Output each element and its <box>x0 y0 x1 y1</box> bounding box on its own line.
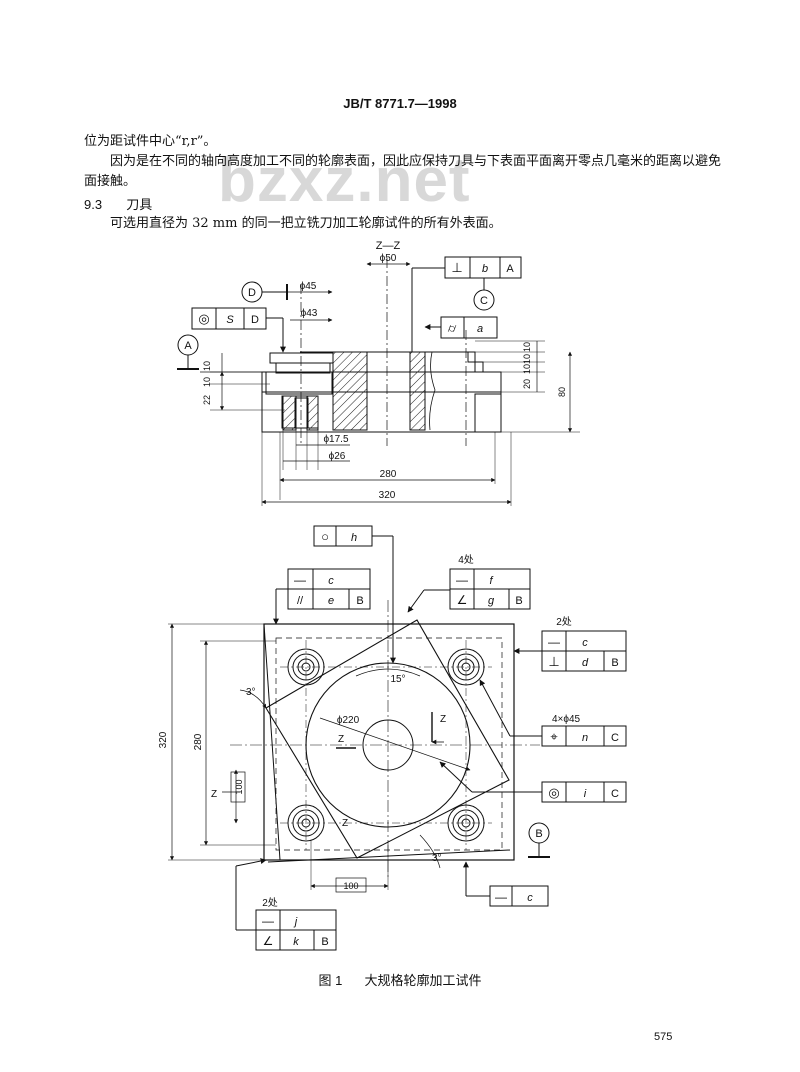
dim-280: 280 <box>380 469 397 480</box>
datum-c: C <box>480 295 488 307</box>
perp-tolerance: b <box>482 263 488 275</box>
frame-pos-note: 4×ϕ45 <box>552 714 581 725</box>
section-view: Z—Z A D <box>177 240 580 506</box>
figure-caption: 图 1 大规格轮廓加工试件 <box>0 970 800 989</box>
dim-phi45: ϕ45 <box>300 281 317 292</box>
dim-phi26: ϕ26 <box>329 451 346 462</box>
z-label-2: Z <box>338 734 344 745</box>
left-frame-row1-symbol: — <box>294 573 306 587</box>
roundness-tolerance: h <box>351 532 357 544</box>
frame-2chu-left-row2-tol: k <box>293 936 299 948</box>
frame-pos-tol: n <box>582 732 588 744</box>
section-title: 刀具 <box>126 198 153 213</box>
datum-d: D <box>248 287 256 299</box>
z-label-1: Z <box>440 714 446 725</box>
dim-280-v: 280 <box>193 733 204 750</box>
datum-b: B <box>535 828 542 840</box>
frame-bottom-right-symbol: — <box>495 890 507 904</box>
dim-320: 320 <box>379 490 396 501</box>
z-label-4: Z <box>342 818 348 829</box>
watermark: bzxz.net <box>218 146 471 215</box>
dim-r10-c: 10 <box>522 364 532 374</box>
perpendicularity-symbol: ⊥ <box>451 260 462 275</box>
section-label: Z—Z <box>376 240 401 252</box>
dim-r10-b: 10 <box>522 354 532 364</box>
concentricity-symbol-2: ◎ <box>548 785 559 800</box>
left-frame-row2-tol: e <box>328 595 334 607</box>
frame-4chu-row1-symbol: — <box>456 573 468 587</box>
left-frame-row2-datum: B <box>356 595 363 607</box>
frame-4chu-row2-tol: g <box>488 595 495 607</box>
dim-3deg-top: 3° <box>246 687 256 698</box>
dim-3deg-bottom: 3° <box>432 853 442 864</box>
frame-4chu-row1-tol: f <box>489 575 493 587</box>
dim-phi50: ϕ50 <box>380 253 397 264</box>
frame-2chu-left-row1-tol: j <box>293 916 298 928</box>
frame-2chu-right-row2-tol: d <box>582 657 589 669</box>
left-frame-row1-tol: c <box>328 575 334 587</box>
frame-2chu-left-row2-datum: B <box>321 936 328 948</box>
frame-2chu-left-note: 2处 <box>262 897 278 909</box>
dim-r10-a: 10 <box>522 342 532 352</box>
dim-v10-a: 10 <box>202 361 212 371</box>
frame-2chu-right-row2-datum: B <box>611 657 618 669</box>
dim-r20: 20 <box>522 379 532 389</box>
dim-15deg: 15° <box>390 674 405 685</box>
frame-4chu-row2-datum: B <box>515 595 522 607</box>
datum-a: A <box>184 340 192 352</box>
frame-bottom-right-tol: c <box>527 892 533 904</box>
dim-100-v: 100 <box>234 779 244 794</box>
profile-tolerance: a <box>477 323 483 335</box>
conc-tolerance: S <box>226 314 234 326</box>
z-label-3: Z <box>211 789 217 800</box>
frame-2chu-right-note: 2处 <box>556 616 572 628</box>
frame-2chu-left-angularity-symbol: ∠ <box>263 934 274 948</box>
dim-phi43: ϕ43 <box>301 308 318 319</box>
plan-view: ϕ220 15° Z Z Z Z 320 280 100 100 3° <box>158 525 627 951</box>
dim-v10-b: 10 <box>202 377 212 387</box>
frame-pos-datum: C <box>611 732 619 744</box>
figure-number: 图 1 <box>318 973 343 988</box>
frame-conc2-tol: i <box>584 788 587 800</box>
dim-v22: 22 <box>202 395 212 405</box>
concentricity-symbol: ◎ <box>198 311 209 326</box>
angularity-symbol: ∠ <box>457 593 468 607</box>
dim-phi17-5: ϕ17.5 <box>323 434 349 445</box>
figure-title: 大规格轮廓加工试件 <box>364 974 482 989</box>
perp-datum: A <box>506 263 514 275</box>
frame-2chu-left-row1-symbol: — <box>262 914 274 928</box>
paragraph-1: 位为距试件中心“r,r”。 <box>84 134 217 149</box>
parallelism-symbol: // <box>297 595 304 607</box>
dim-r80: 80 <box>557 387 567 397</box>
frame-4chu-note: 4处 <box>458 554 474 566</box>
profile-symbol: ⌭ <box>448 321 457 335</box>
dim-100-h: 100 <box>343 881 358 891</box>
position-symbol: ⌖ <box>550 729 558 744</box>
document-code: JB/T 8771.7—1998 <box>343 96 457 111</box>
section-heading: 9.3 刀具 <box>84 194 152 213</box>
frame-2chu-right-row1-tol: c <box>582 637 588 649</box>
dim-320-v: 320 <box>158 731 169 748</box>
frame-2chu-right-row1-symbol: — <box>548 635 560 649</box>
dim-phi220: ϕ220 <box>337 715 360 726</box>
paragraph-2: 因为是在不同的轴向高度加工不同的轮廓表面，因此应保持刀具与下表面平面离开零点几毫… <box>84 154 722 189</box>
roundness-symbol: ○ <box>321 529 329 544</box>
section-number: 9.3 <box>84 197 103 212</box>
page-number: 575 <box>654 1031 673 1043</box>
paragraph-3: 可选用直径为 32 mm 的同一把立铣刀加工轮廓试件的所有外表面。 <box>110 216 502 231</box>
frame-2chu-right-perp-symbol: ⊥ <box>548 654 559 669</box>
conc-datum: D <box>251 314 259 326</box>
frame-conc2-datum: C <box>611 788 619 800</box>
